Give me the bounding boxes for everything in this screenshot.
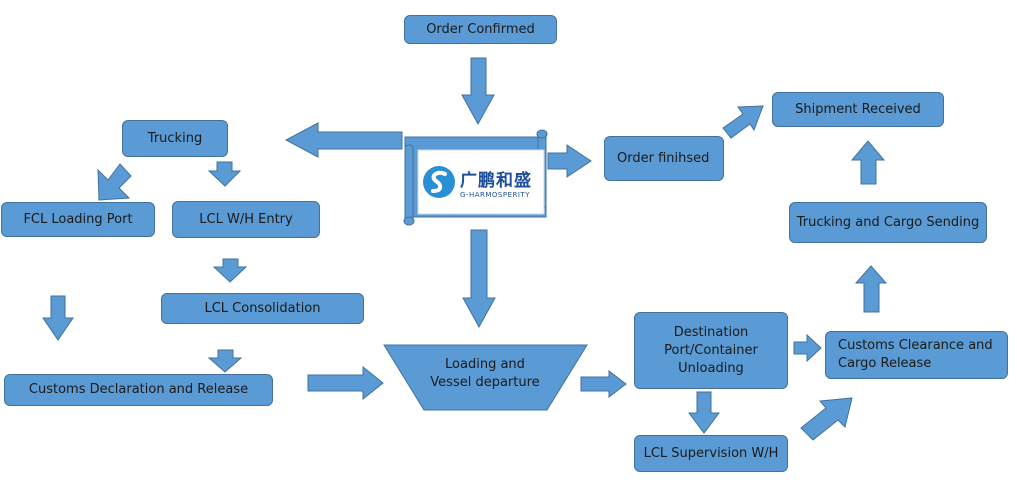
arrow-trucking-to-lclwh	[207, 161, 242, 187]
node-destination-unloading-label: Destination Port/Container Unloading	[664, 324, 758, 376]
arrow-destination-to-clearance	[793, 333, 822, 363]
arrow-destination-to-supervision	[688, 391, 720, 434]
arrow-logo-to-order-finished	[547, 144, 592, 178]
arrow-lclwh-to-consolidation	[212, 258, 248, 283]
node-order-confirmed-label: Order Confirmed	[426, 21, 535, 37]
arrow-supervision-to-clearance	[800, 397, 853, 441]
arrow-order-to-logo	[461, 57, 495, 126]
logo-name-en: G-HARMOSPERITY	[460, 190, 530, 199]
arrow-logo-to-trucking	[284, 122, 403, 158]
node-destination-unloading: Destination Port/Container Unloading	[634, 312, 788, 389]
logo-scroll	[403, 129, 548, 226]
node-loading-vessel-label: Loading and Vessel departure	[430, 357, 540, 390]
arrow-loading-to-destination	[580, 369, 627, 399]
node-customs-declaration-label: Customs Declaration and Release	[28, 382, 249, 397]
node-trucking: Trucking	[122, 120, 228, 157]
node-order-finished: Order finihsed	[604, 136, 724, 181]
node-lcl-supervision-label: LCL Supervision W/H	[643, 445, 779, 461]
s-swirl-logo-icon	[423, 166, 455, 198]
node-loading-vessel: Loading and Vessel departure	[420, 352, 550, 396]
logo-name-cn: 广鹏和盛	[460, 170, 532, 191]
loading-vessel-shape	[383, 344, 588, 411]
node-order-confirmed: Order Confirmed	[404, 15, 557, 44]
node-lcl-wh-entry-label: LCL W/H Entry	[199, 211, 293, 227]
node-trucking-cargo-sending-label: Trucking and Cargo Sending	[796, 214, 980, 230]
arrow-clearance-to-trucking	[854, 265, 888, 313]
node-trucking-label: Trucking	[147, 130, 203, 146]
node-customs-declaration: Customs Declaration and Release	[4, 374, 273, 406]
node-shipment-received: Shipment Received	[772, 92, 944, 127]
node-fcl-loading-port-label: FCL Loading Port	[23, 211, 133, 227]
node-trucking-cargo-sending: Trucking and Cargo Sending	[789, 202, 987, 243]
arrow-fcl-to-customs	[42, 295, 74, 341]
node-customs-clearance-label: Customs Clearance and Cargo Release	[838, 338, 993, 371]
node-shipment-received-label: Shipment Received	[795, 101, 921, 117]
node-order-finished-label: Order finihsed	[617, 150, 710, 166]
arrow-finished-to-received	[722, 105, 764, 139]
arrow-customs-to-loading	[307, 365, 384, 401]
arrow-consolidation-to-customs	[207, 349, 243, 373]
arrow-sending-to-received	[850, 140, 886, 185]
node-lcl-supervision: LCL Supervision W/H	[634, 435, 788, 472]
node-lcl-consolidation-label: LCL Consolidation	[204, 300, 321, 316]
node-fcl-loading-port: FCL Loading Port	[1, 202, 155, 237]
arrow-trucking-to-fcl	[97, 163, 132, 201]
node-lcl-consolidation: LCL Consolidation	[161, 293, 364, 324]
node-lcl-wh-entry: LCL W/H Entry	[172, 201, 320, 238]
node-customs-clearance: Customs Clearance and Cargo Release	[825, 331, 1008, 379]
arrow-logo-to-loading	[462, 229, 496, 329]
company-logo: 广鹏和盛 G-HARMOSPERITY	[418, 150, 544, 214]
